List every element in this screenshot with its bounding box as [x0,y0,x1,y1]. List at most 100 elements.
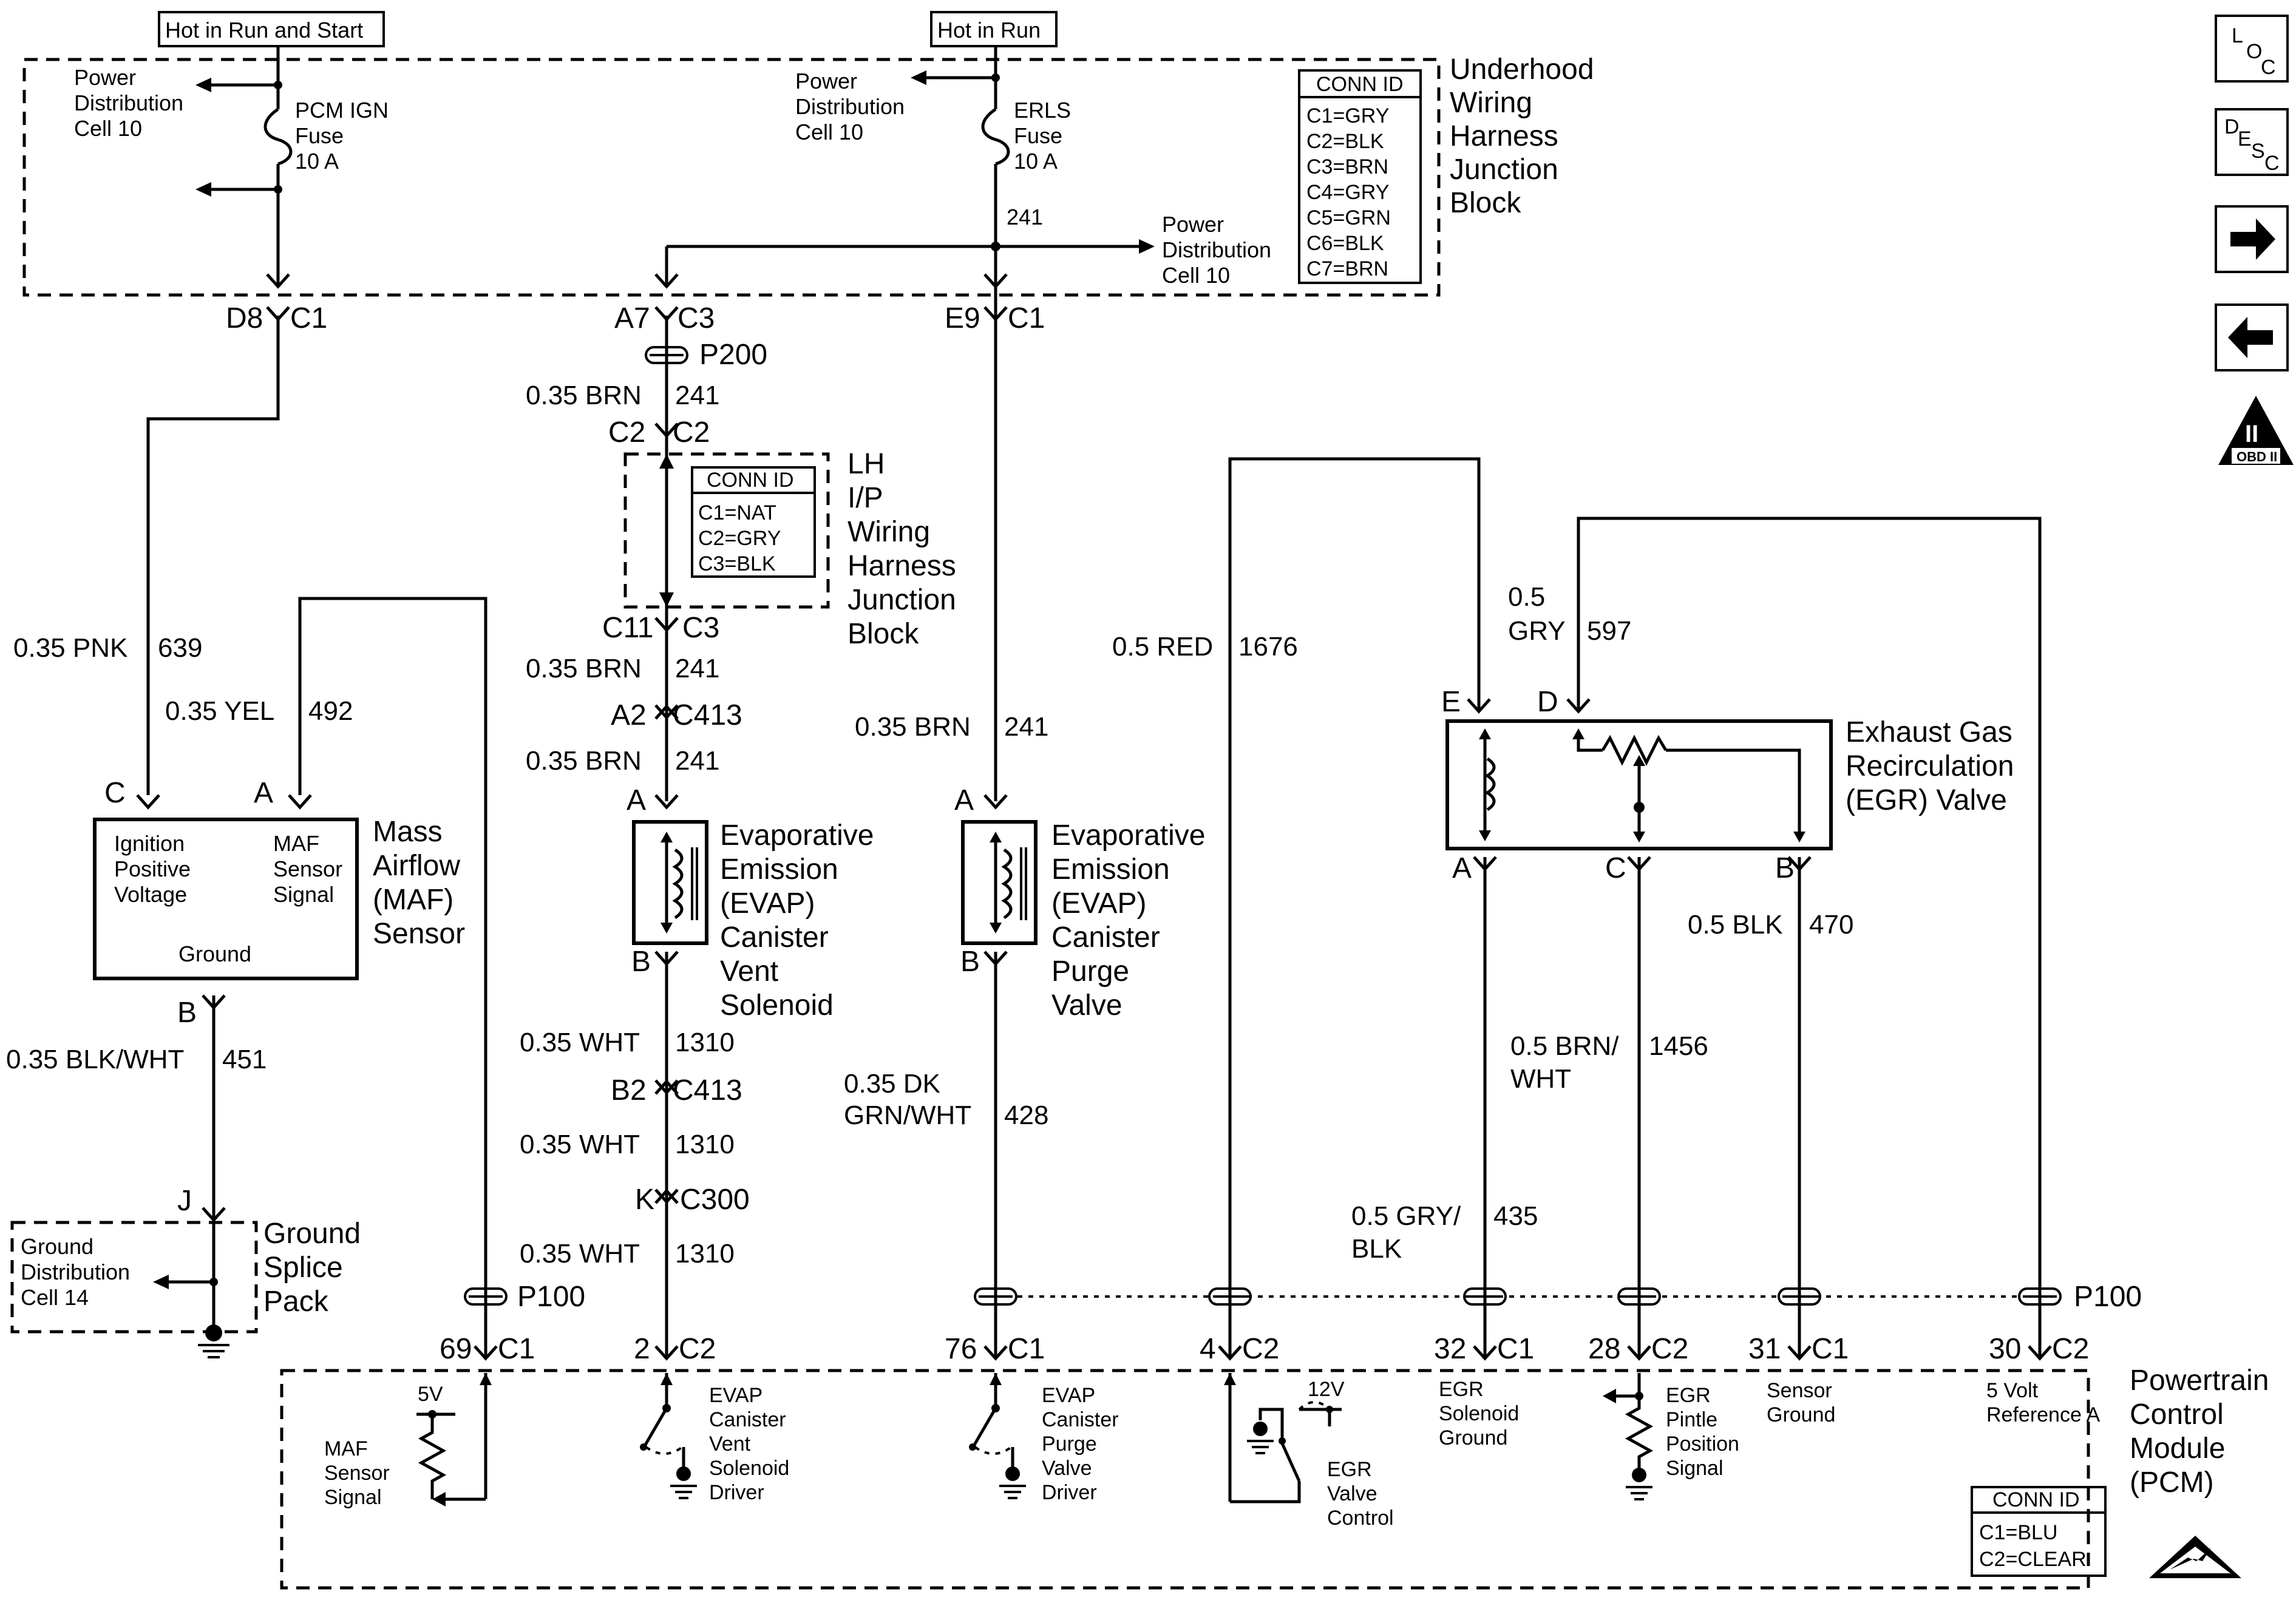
svg-text:2: 2 [634,1333,650,1365]
svg-text:O: O [2246,40,2262,63]
ground-icon [670,1466,697,1499]
wire-1676-num: 1676 [1238,632,1298,662]
inline-c413b: C413 [673,1074,742,1107]
svg-text:S: S [2251,140,2265,163]
svg-text:69: 69 [440,1333,472,1365]
inline-b2: B2 [611,1074,647,1107]
wire-428-num: 428 [1004,1100,1048,1130]
wire-597-color: 0.5 GRY [1508,582,1566,646]
wire-241c-color: 0.35 BRN [526,746,642,776]
pcm-5v-ref-label: 5 Volt Reference A [1986,1379,2100,1426]
hot-run-start-label: Hot in Run and Start [165,18,363,42]
wire-435-num: 435 [1493,1201,1538,1231]
svg-text:C1: C1 [1812,1333,1849,1365]
egr-pin-e: E [1441,686,1461,718]
p200-connector [645,346,688,364]
maf-sig-label: MAF Sensor Signal [273,831,348,907]
p100-connectors [464,1287,2062,1306]
wire-470-num: 470 [1809,910,1853,940]
inline-c413a: C413 [673,699,742,731]
pcm-title: Powertrain Control Module (PCM) [2130,1364,2277,1499]
obd-ii-icon: II OBD II [2218,396,2294,465]
wire-241d-color: 0.35 BRN [855,712,971,742]
lhip-conn-table [691,466,816,578]
pcm-12v-label: 12V [1308,1378,1345,1401]
vent-pin-b: B [631,946,651,978]
loc-button[interactable]: L O C [2215,15,2289,83]
coil-icon [1484,757,1496,812]
lhip-conn-title: CONN ID [707,469,794,492]
wire-1310b-num: 1310 [675,1130,735,1159]
wire-241c-num: 241 [675,746,719,776]
wire-470-color: 0.5 BLK [1688,910,1783,940]
lhip-junction-block [623,452,830,609]
underhood-conn-table [1298,69,1422,284]
pcm-conn-items: C1=BLU C2=CLEAR [1979,1521,2087,1571]
lhip-c3: C3 [682,612,719,644]
conn-e9: E9 [945,302,980,334]
wire-492-num: 492 [308,696,353,726]
wire-1456-num: 1456 [1649,1031,1708,1061]
esd-warning-icon [2149,1536,2241,1578]
pcm-egr-pintle-label: EGR Pintle Position Signal [1666,1384,1745,1480]
pcm-sensor-ground-label: Sensor Ground [1767,1379,1838,1426]
p100-label-right: P100 [2074,1281,2142,1313]
vent-title: Evaporative Emission (EVAP) Canister Ven… [720,819,882,1022]
p100-label-left: P100 [517,1281,585,1313]
maf-ground-label: Ground [178,941,251,966]
forward-arrow-icon[interactable] [2215,205,2289,273]
underhood-title: Underhood Wiring Harness Junction Block [1450,53,1602,219]
ground-icon [198,1324,229,1358]
svg-text:D: D [2224,115,2240,138]
svg-text:30: 30 [1989,1333,2021,1365]
egr-pin-a: A [1452,852,1472,884]
svg-text:C2: C2 [679,1333,716,1365]
lhip-c2-left: C2 [608,416,645,449]
svg-text:28: 28 [1588,1333,1620,1365]
splice-cell-label: Ground Distribution Cell 14 [21,1234,136,1310]
maf-sensor [93,818,359,980]
egr-pin-c: C [1605,852,1626,884]
fuse-icon [263,107,293,166]
underhood-conn-items: C1=GRY C2=BLK C3=BRN C4=GRY C5=GRN C6=BL… [1306,104,1396,280]
wire-1310a-color: 0.35 WHT [520,1028,640,1057]
inline-c300: C300 [680,1184,750,1216]
pcm-module [280,1369,2090,1590]
svg-text:C: C [2264,152,2280,175]
wire-1676-color: 0.5 RED [1112,632,1213,662]
svg-text:31: 31 [1748,1333,1781,1365]
vent-pin-a: A [627,784,646,816]
splice-title: Ground Splice Pack [263,1218,369,1318]
hot-run-label: Hot in Run [937,18,1041,42]
resistor-icon [418,1414,447,1499]
wire-492-color: 0.35 YEL [165,696,274,726]
egr-title: Exhaust Gas Recirculation (EGR) Valve [1846,716,2022,816]
svg-text:L: L [2232,24,2243,47]
p200-label: P200 [699,339,767,371]
wire-1310c-color: 0.35 WHT [520,1239,640,1269]
svg-text:C1: C1 [498,1333,535,1365]
wire-241a-color: 0.35 BRN [526,381,642,410]
svg-text:OBD II: OBD II [2237,449,2277,464]
wire-1456-color: 0.5 BRN/ WHT [1510,1031,1626,1094]
underhood-conn-title: CONN ID [1316,73,1404,96]
pdc-right-label: Power Distribution Cell 10 [1162,212,1277,288]
underhood-junction-block [22,58,1441,297]
wire-492 [298,597,487,1281]
ground-icon [999,1466,1026,1499]
pcm-pin-chevrons [474,1345,2052,1361]
inline-k: K [635,1184,654,1216]
pcm-conn-title: CONN ID [1992,1488,2080,1511]
lhip-conn-items: C1=NAT C2=GRY C3=BLK [698,501,786,575]
maf-title: Mass Airflow (MAF) Sensor [373,816,468,950]
desc-button[interactable]: D E S C [2215,108,2289,176]
wire-639-color: 0.35 PNK [13,633,127,663]
svg-text:4: 4 [1200,1333,1216,1365]
purge-pin-a: A [954,784,974,816]
wire-639 [146,316,280,795]
lhip-title: LH I/P Wiring Harness Junction Block [847,448,964,650]
wire-451-num: 451 [222,1045,267,1074]
conn-c1-mid: C1 [1008,302,1045,334]
back-arrow-icon[interactable] [2215,303,2289,371]
